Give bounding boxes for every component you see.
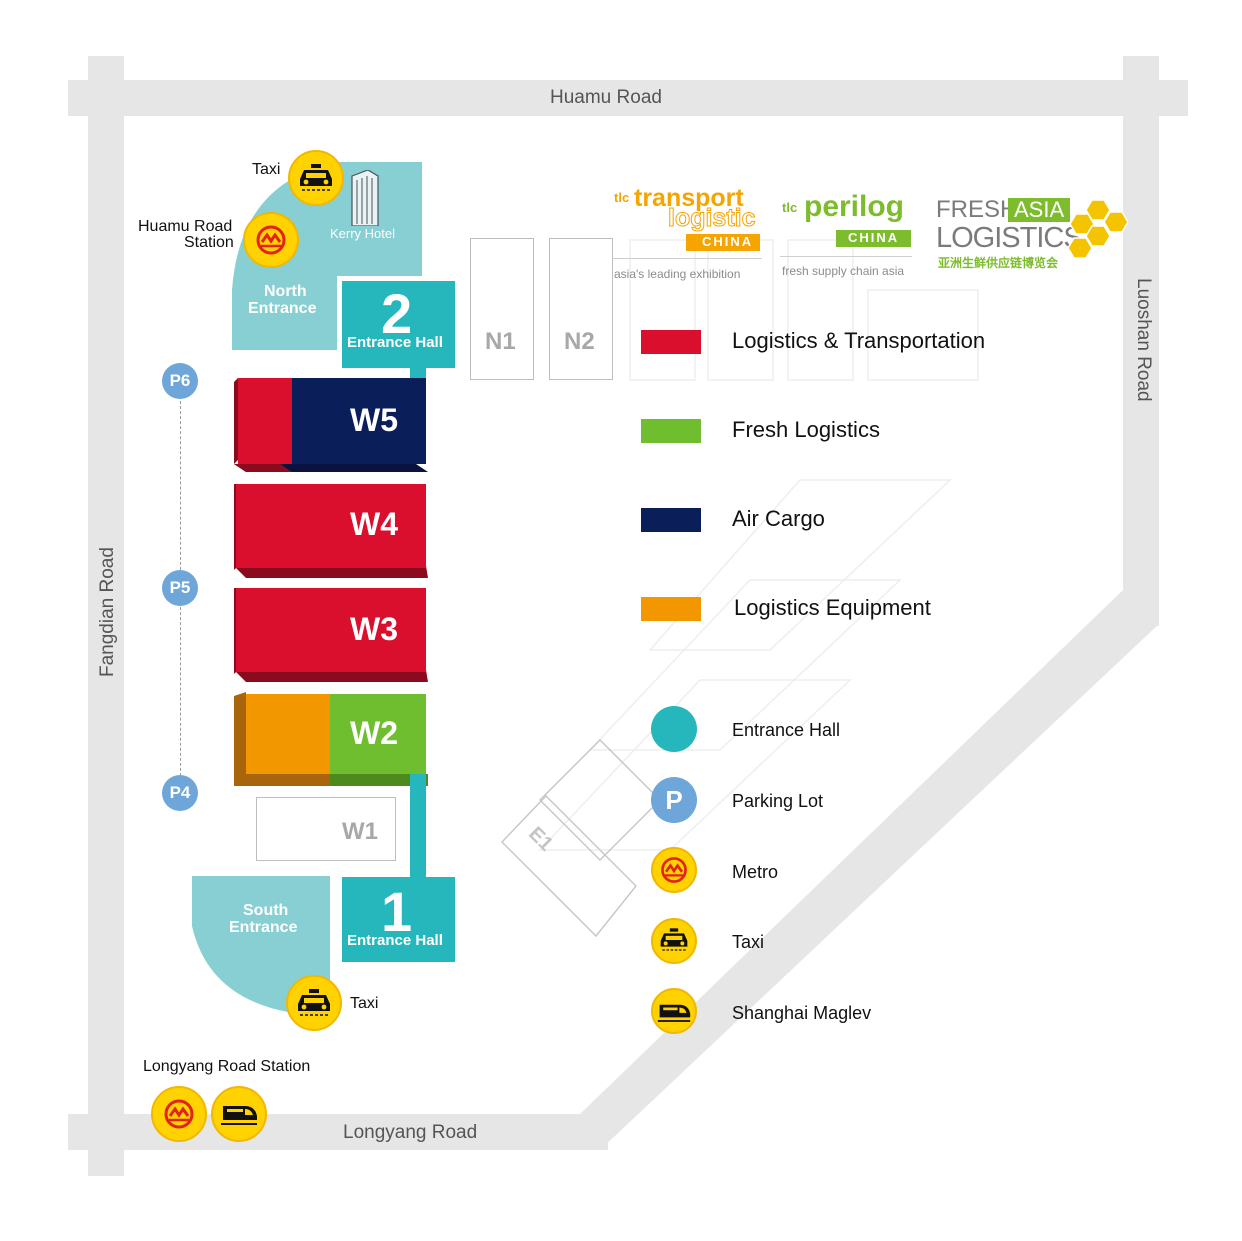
fresh-asia-logistics-logo: FRESH ASIA LOGISTICS 亚洲生鲜供应链博览会 bbox=[934, 194, 1128, 274]
legend-label-entrance-hall: Entrance Hall bbox=[732, 720, 841, 740]
entrance-hall-1-number: 1 bbox=[381, 880, 413, 943]
perilog-logo-divider bbox=[780, 256, 912, 257]
transport-logo-word1: transport bbox=[634, 184, 744, 212]
legend-label-logistics-transportation: Logistics & Transportation bbox=[732, 328, 986, 353]
huamu-metro-icon bbox=[243, 212, 299, 268]
hall-n2-label: N2 bbox=[564, 328, 595, 355]
legend-entrance-hall-icon bbox=[651, 706, 697, 752]
fresh-logo-word2: ASIA bbox=[1014, 197, 1065, 222]
parking-p4[interactable]: P4 bbox=[162, 775, 198, 811]
hall-w2-label[interactable]: W2 bbox=[350, 715, 398, 751]
entrance-hall-2[interactable] bbox=[342, 281, 455, 368]
huamu-metro-glyph bbox=[256, 225, 286, 255]
south-taxi-label: Taxi bbox=[350, 995, 379, 1012]
legend-swatch-fresh-logistics bbox=[641, 419, 701, 443]
fresh-logo-cn: 亚洲生鲜供应链博览会 bbox=[938, 256, 1059, 270]
north-taxi-glyph bbox=[300, 164, 332, 191]
hall-w5-shape bbox=[234, 378, 428, 472]
connector-north bbox=[410, 366, 426, 380]
legend-metro-glyph bbox=[661, 857, 687, 883]
kerry-hotel-icon bbox=[351, 170, 379, 226]
huamu-station-label-2: Station bbox=[184, 234, 234, 251]
south-entrance-label-1: South bbox=[243, 902, 289, 919]
fresh-logo-word1: FRESH bbox=[936, 196, 1018, 223]
hall-w1-label: W1 bbox=[342, 818, 378, 845]
transport-logo-word2: logistic bbox=[668, 204, 757, 233]
legend-swatch-logistics-transportation bbox=[641, 330, 701, 354]
legend-label-air-cargo: Air Cargo bbox=[732, 506, 825, 531]
longyang-station-label: Longyang Road Station bbox=[143, 1058, 311, 1075]
south-entrance-label-2: Entrance bbox=[229, 919, 298, 936]
transport-logo-china-bar bbox=[686, 234, 760, 251]
fresh-logo-word3: LOGISTICS bbox=[936, 222, 1083, 254]
perilog-logo: tlc perilog CHINA bbox=[780, 190, 915, 282]
south-taxi-glyph bbox=[298, 989, 330, 1016]
hall-w4-label[interactable]: W4 bbox=[350, 506, 398, 542]
north-taxi-label: Taxi bbox=[252, 161, 281, 178]
luoshan-road bbox=[1123, 56, 1159, 626]
fresh-logo-asia-bar bbox=[1008, 198, 1070, 222]
longyang-maglev-glyph bbox=[221, 1106, 257, 1125]
longyang-road bbox=[68, 1114, 608, 1150]
transport-logo-divider bbox=[612, 258, 762, 259]
hall-n1[interactable] bbox=[470, 238, 534, 380]
perilog-logo-word: perilog bbox=[804, 190, 905, 223]
hall-w1[interactable] bbox=[256, 797, 396, 861]
hall-n2[interactable] bbox=[549, 238, 613, 380]
connector-south bbox=[410, 774, 426, 880]
legend-label-parking-lot: Parking Lot bbox=[732, 791, 824, 811]
fangdian-road bbox=[88, 56, 124, 1176]
legend-label-taxi: Taxi bbox=[732, 932, 765, 952]
legend-label-logistics-equipment: Logistics Equipment bbox=[734, 595, 931, 620]
fangdian-road-label: Fangdian Road bbox=[97, 547, 118, 677]
perilog-logo-prefix: tlc bbox=[782, 200, 798, 215]
transport-logo-sub: asia's leading exhibition bbox=[614, 267, 741, 281]
north-entrance-label-1: North bbox=[264, 283, 307, 300]
hall-w3-label[interactable]: W3 bbox=[350, 611, 398, 647]
legend-maglev-glyph bbox=[657, 1004, 691, 1022]
hall-w2-shape bbox=[234, 692, 428, 786]
entrance-hall-2-number: 2 bbox=[381, 282, 413, 345]
legend-swatch-logistics-equipment bbox=[641, 597, 701, 621]
parking-p5[interactable]: P5 bbox=[162, 570, 198, 606]
huamu-road-label: Huamu Road bbox=[550, 87, 662, 108]
huamu-station-label-1: Huamu Road bbox=[138, 218, 233, 235]
legend-label-fresh-logistics: Fresh Logistics bbox=[732, 417, 880, 442]
entrance-hall-1[interactable] bbox=[342, 877, 455, 962]
transport-logo-prefix: tlc bbox=[614, 190, 630, 205]
longyang-metro-icon bbox=[151, 1086, 207, 1142]
kerry-hotel-label: Kerry Hotel bbox=[330, 226, 396, 241]
faded-east-halls bbox=[538, 239, 979, 851]
hall-n1-label: N1 bbox=[485, 328, 516, 355]
perilog-logo-china: CHINA bbox=[848, 230, 900, 245]
hall-w3-shape bbox=[234, 588, 428, 682]
diagonal-road bbox=[580, 590, 1159, 1150]
legend-swatch-air-cargo bbox=[641, 508, 701, 532]
parking-p6[interactable]: P6 bbox=[162, 363, 198, 399]
hall-w4-shape bbox=[234, 484, 428, 578]
entrance-hall-1-label: Entrance Hall bbox=[347, 932, 443, 949]
legend-label-shanghai-maglev: Shanghai Maglev bbox=[732, 1003, 872, 1023]
longyang-metro-glyph bbox=[164, 1099, 194, 1129]
hall-e2-outline bbox=[500, 738, 662, 938]
entrance-hall-2-label: Entrance Hall bbox=[347, 334, 443, 351]
perilog-logo-sub: fresh supply chain asia bbox=[782, 264, 905, 278]
transport-logo-china: CHINA bbox=[702, 234, 754, 249]
perilog-logo-china-bar bbox=[836, 230, 911, 247]
honeycomb-icon bbox=[1068, 199, 1128, 259]
legend-label-metro: Metro bbox=[732, 862, 779, 882]
legend-taxi-glyph bbox=[660, 928, 688, 951]
transport-logistic-logo: tlc transport logistic CHINA bbox=[612, 184, 764, 283]
north-entrance-label-2: Entrance bbox=[248, 300, 317, 317]
legend-parking-icon: P bbox=[651, 777, 697, 823]
longyang-road-label: Longyang Road bbox=[343, 1122, 478, 1143]
hall-w5-label[interactable]: W5 bbox=[350, 402, 398, 438]
luoshan-road-label: Luoshan Road bbox=[1133, 278, 1154, 402]
huamu-road bbox=[68, 80, 1188, 116]
